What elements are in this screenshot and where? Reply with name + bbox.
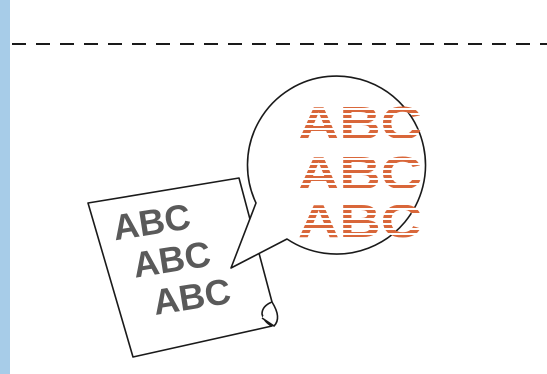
magnified-text-block: ABC ABC ABC <box>298 97 422 247</box>
side-accent-bar <box>0 0 10 374</box>
magnified-text-line-3: ABC <box>298 195 422 247</box>
page-text-block: ABC ABC ABC <box>110 196 234 323</box>
magnified-text-line-2: ABC <box>298 147 422 199</box>
magnified-text-line-1: ABC <box>298 97 422 149</box>
page-curl-icon <box>261 301 279 327</box>
magnifier-callout-bubble <box>230 75 427 269</box>
printed-page <box>87 177 279 358</box>
